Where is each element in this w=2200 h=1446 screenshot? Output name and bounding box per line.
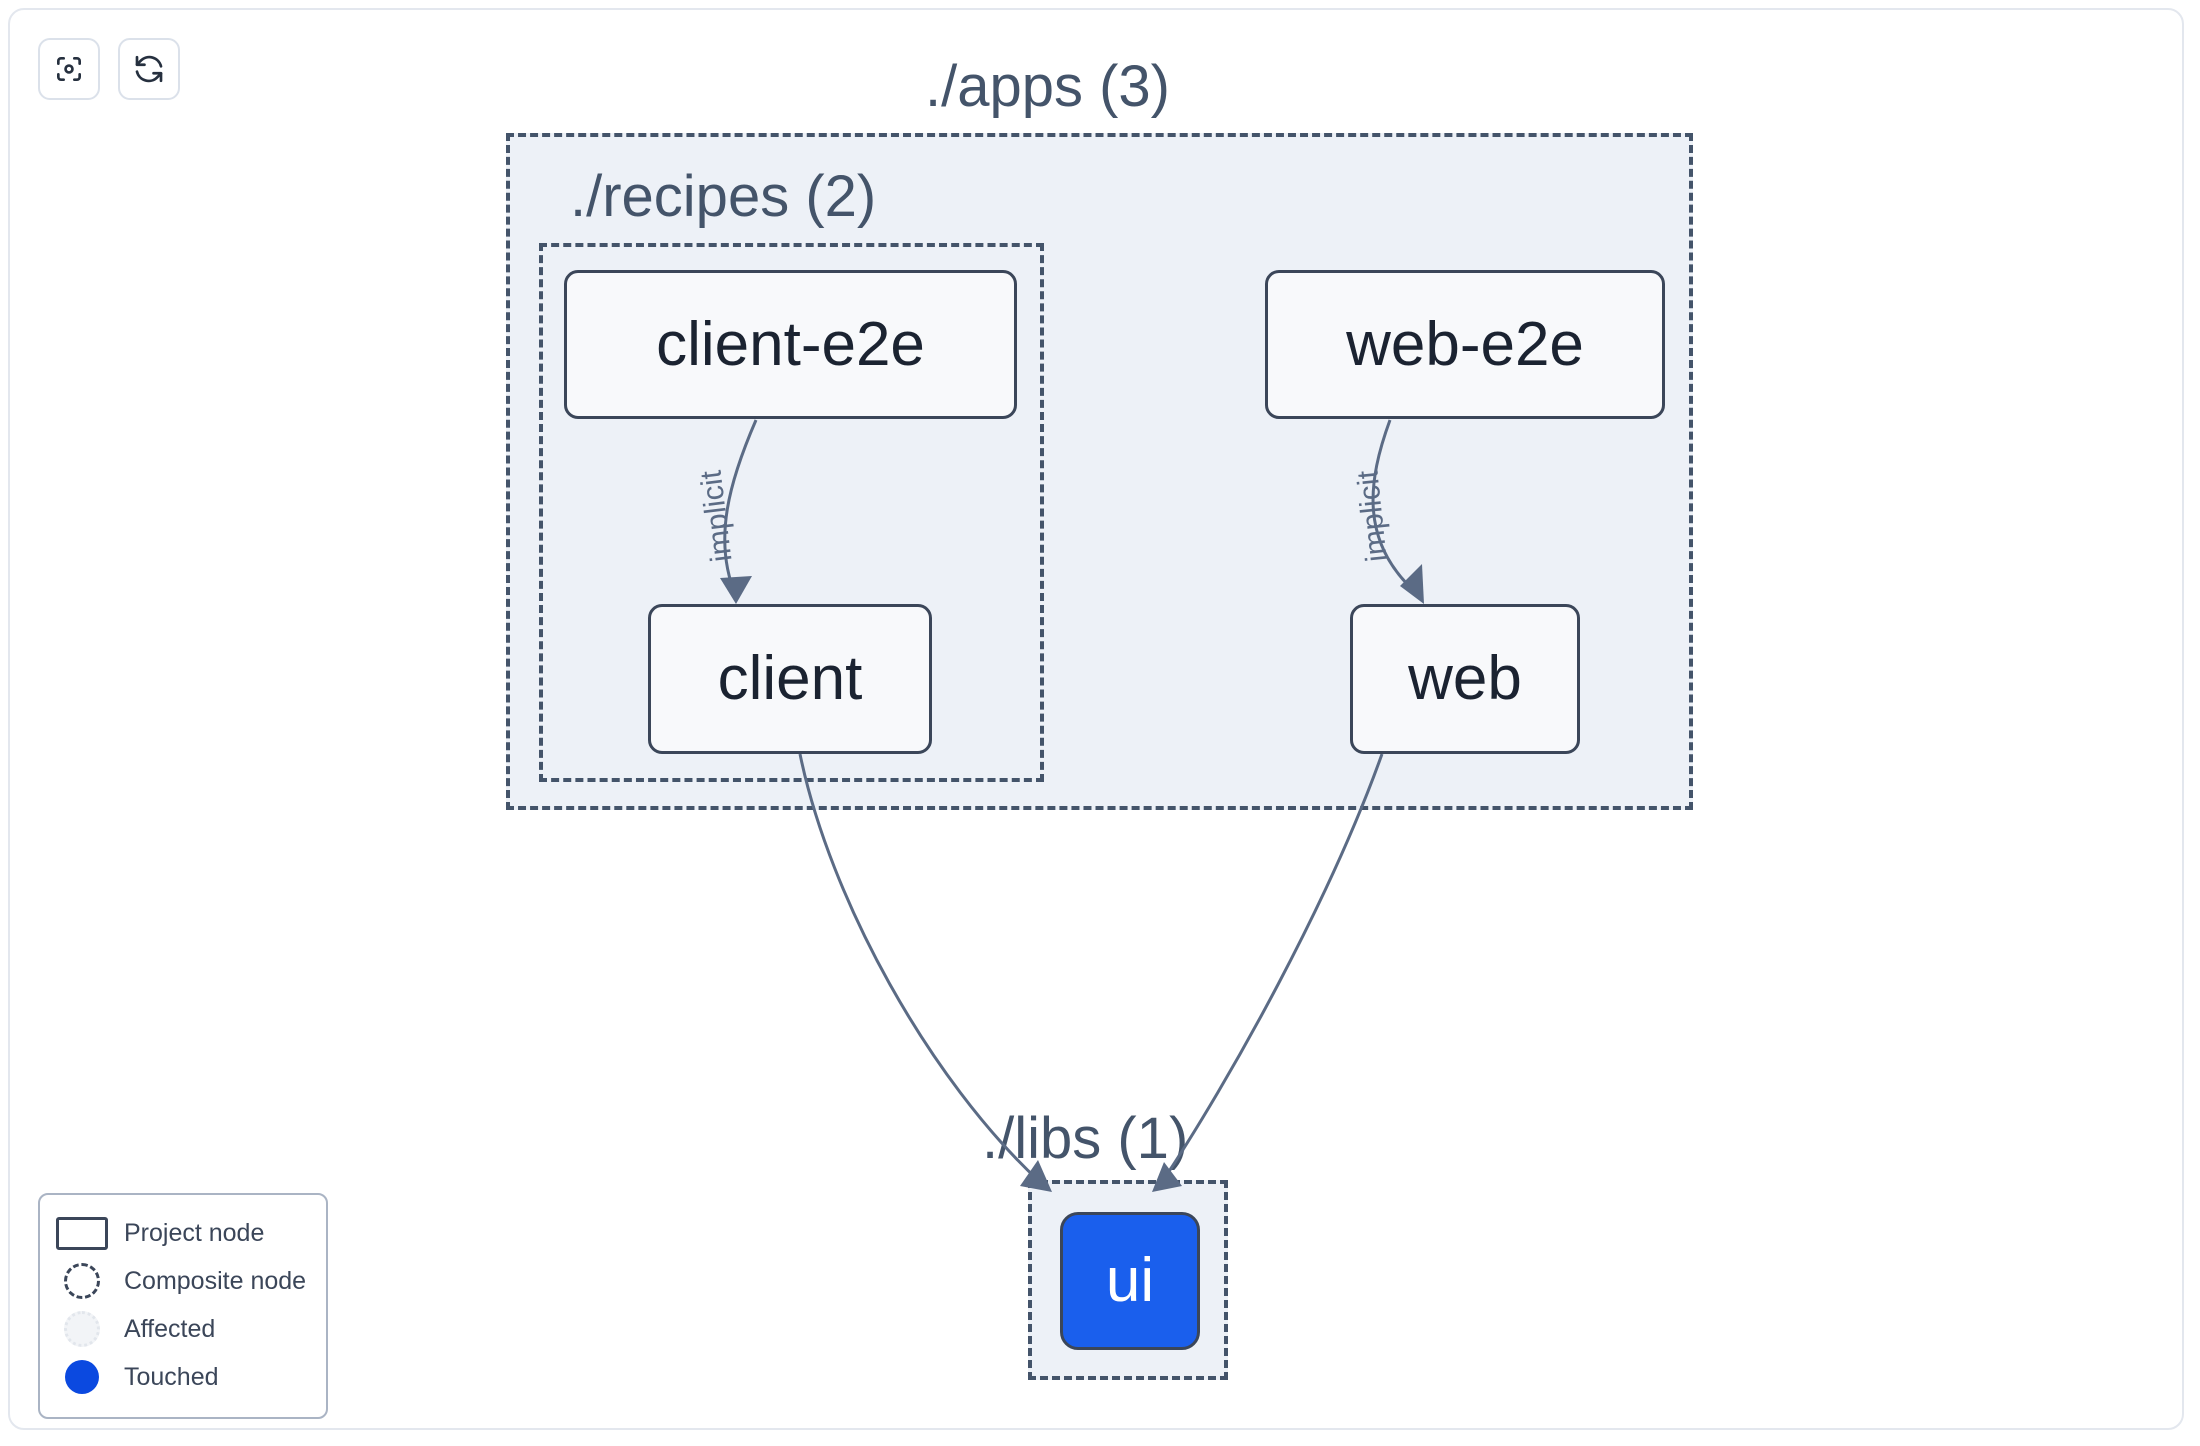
node-web[interactable]: web xyxy=(1350,604,1580,754)
legend-label-project-node: Project node xyxy=(124,1218,265,1247)
refresh-sync-icon xyxy=(133,53,165,85)
node-ui[interactable]: ui xyxy=(1060,1212,1200,1350)
composite-node-swatch xyxy=(56,1263,112,1299)
refresh-graph-button[interactable] xyxy=(118,38,180,100)
legend-label-composite-node: Composite node xyxy=(124,1266,307,1295)
legend-label-touched: Touched xyxy=(124,1362,219,1391)
group-label-recipes: ./recipes (2) xyxy=(570,164,877,229)
touched-swatch xyxy=(56,1360,112,1394)
graph-toolbar xyxy=(38,38,180,100)
group-label-libs: ./libs (1) xyxy=(982,1106,1189,1171)
group-label-apps: ./apps (3) xyxy=(925,54,1170,119)
legend-item-touched: Touched xyxy=(56,1353,310,1401)
focus-graph-button[interactable] xyxy=(38,38,100,100)
graph-legend: Project node Composite node Affected Tou… xyxy=(38,1193,328,1419)
project-node-swatch xyxy=(56,1216,112,1250)
legend-item-composite-node: Composite node xyxy=(56,1257,310,1305)
node-client-e2e[interactable]: client-e2e xyxy=(564,270,1017,419)
legend-label-affected: Affected xyxy=(124,1314,216,1343)
legend-item-affected: Affected xyxy=(56,1305,310,1353)
focus-target-icon xyxy=(53,53,85,85)
node-web-e2e[interactable]: web-e2e xyxy=(1265,270,1665,419)
affected-swatch xyxy=(56,1311,112,1347)
legend-item-project-node: Project node xyxy=(56,1209,310,1257)
node-client[interactable]: client xyxy=(648,604,932,754)
